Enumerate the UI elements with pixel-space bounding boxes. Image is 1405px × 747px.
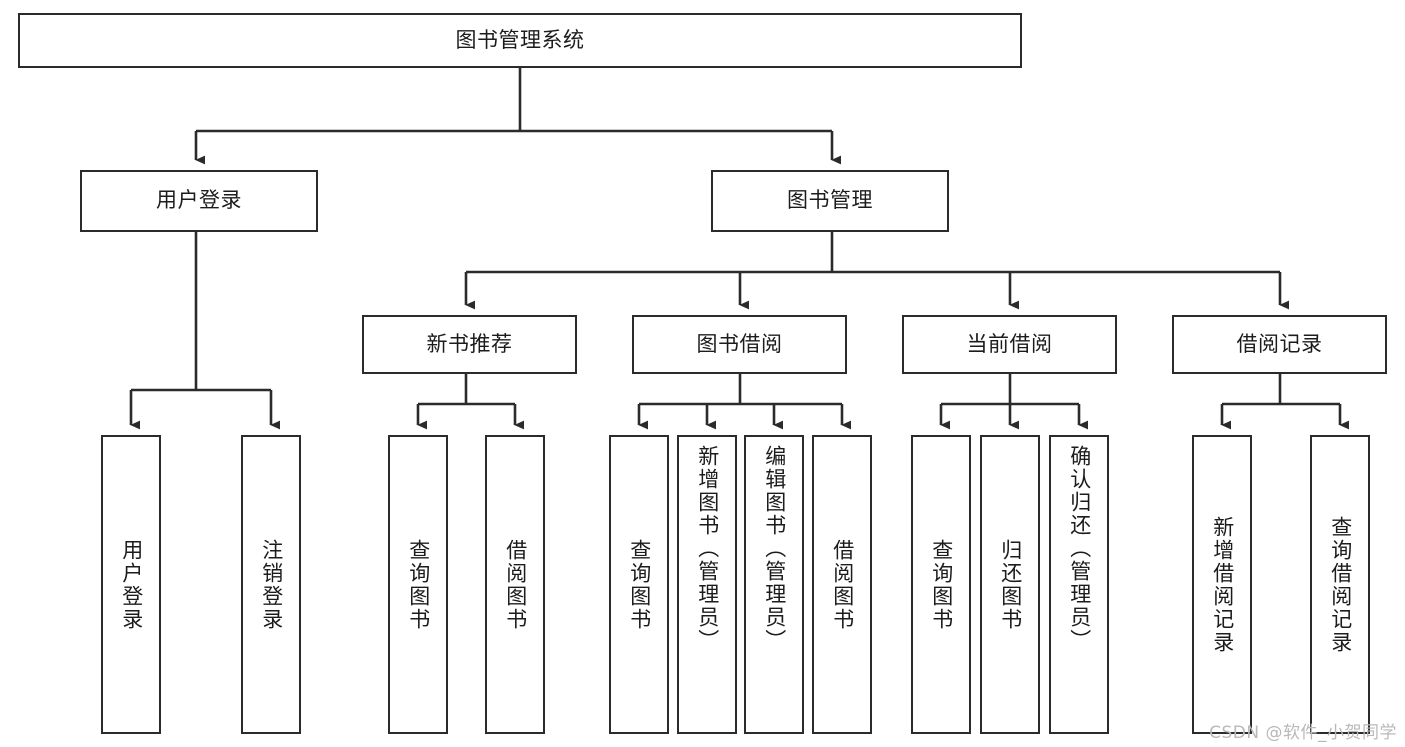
node-label: 借阅图书 <box>503 538 528 631</box>
node-label: 图书管理系统 <box>455 27 585 52</box>
node-leaf-query-book-borrow[interactable]: 查询图书 <box>609 435 669 734</box>
edges-borrowrecord-to-leaves <box>1220 374 1350 430</box>
node-user-login[interactable]: 用户登录 <box>80 170 318 232</box>
edges-level2-to-level3 <box>464 232 1290 310</box>
node-book-borrow[interactable]: 图书借阅 <box>632 315 847 374</box>
node-label: 图书管理 <box>787 188 873 213</box>
node-leaf-edit-book-admin[interactable]: 编辑图书（管理员） <box>744 435 804 734</box>
node-label: 确认归还（管理员） <box>1067 445 1092 652</box>
node-leaf-logout[interactable]: 注销登录 <box>241 435 301 734</box>
edges-newbook-to-leaves <box>416 374 525 430</box>
node-leaf-add-borrow-record[interactable]: 新增借阅记录 <box>1192 435 1252 734</box>
node-label: 编辑图书（管理员） <box>762 445 787 652</box>
node-label: 查询图书 <box>406 538 431 631</box>
node-leaf-borrow-book-recommend[interactable]: 借阅图书 <box>485 435 545 734</box>
edges-userlogin-to-leaves <box>129 232 281 430</box>
node-label: 新书推荐 <box>426 331 513 356</box>
node-leaf-query-borrow-record[interactable]: 查询借阅记录 <box>1310 435 1370 734</box>
node-label: 新增图书（管理员） <box>695 445 720 652</box>
node-leaf-borrow-book[interactable]: 借阅图书 <box>812 435 872 734</box>
node-label: 当前借阅 <box>966 331 1053 356</box>
edges-root-to-level2 <box>194 68 842 165</box>
node-leaf-confirm-return-admin[interactable]: 确认归还（管理员） <box>1049 435 1109 734</box>
node-label: 用户登录 <box>119 538 144 631</box>
node-label: 查询图书 <box>627 538 652 631</box>
node-label: 借阅图书 <box>830 538 855 631</box>
edges-bookborrow-to-leaves <box>637 374 852 430</box>
node-current-borrow[interactable]: 当前借阅 <box>902 315 1117 374</box>
node-label: 借阅记录 <box>1236 331 1323 356</box>
node-borrow-record[interactable]: 借阅记录 <box>1172 315 1387 374</box>
node-label: 查询图书 <box>929 538 954 631</box>
watermark-text: CSDN @软件_小贺同学 <box>1209 723 1397 743</box>
node-leaf-add-book-admin[interactable]: 新增图书（管理员） <box>677 435 737 734</box>
node-leaf-user-login[interactable]: 用户登录 <box>101 435 161 734</box>
node-book-management[interactable]: 图书管理 <box>711 170 949 232</box>
node-root-library-system[interactable]: 图书管理系统 <box>18 13 1022 68</box>
node-leaf-return-book[interactable]: 归还图书 <box>980 435 1040 734</box>
node-label: 用户登录 <box>156 188 242 213</box>
node-new-book-recommend[interactable]: 新书推荐 <box>362 315 577 374</box>
node-label: 查询借阅记录 <box>1328 515 1353 654</box>
node-leaf-query-book-current[interactable]: 查询图书 <box>911 435 971 734</box>
edges-currentborrow-to-leaves <box>939 374 1089 430</box>
node-label: 图书借阅 <box>696 331 783 356</box>
node-label: 归还图书 <box>998 538 1023 631</box>
node-label: 注销登录 <box>259 538 284 631</box>
node-label: 新增借阅记录 <box>1210 515 1235 654</box>
node-leaf-query-book-recommend[interactable]: 查询图书 <box>388 435 448 734</box>
